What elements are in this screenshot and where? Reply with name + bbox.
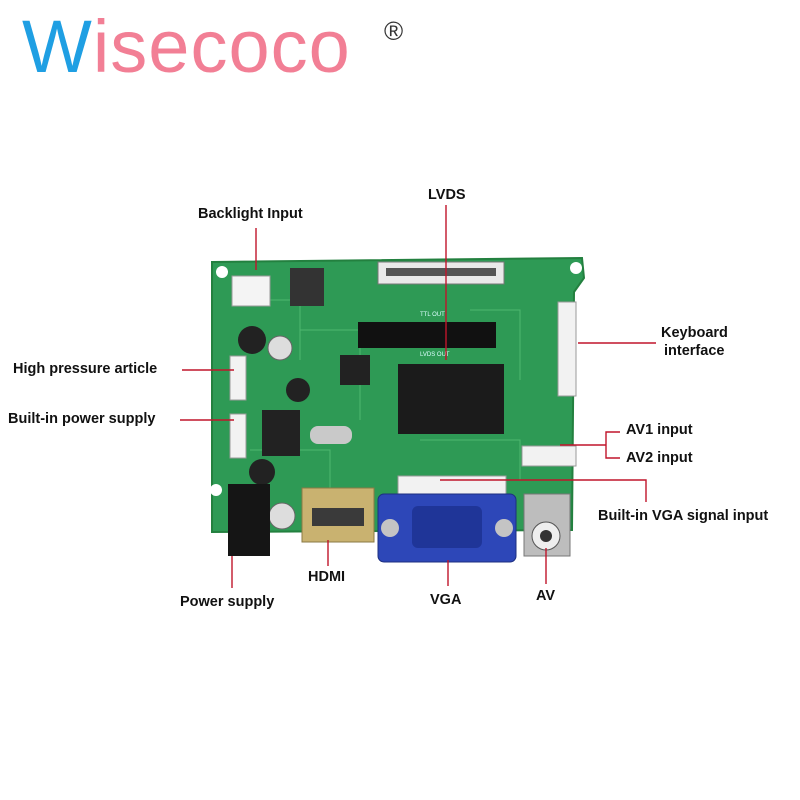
high-pressure-connector: [229, 355, 247, 401]
vga-signal-connector: [397, 475, 507, 495]
vga-port-face: [412, 506, 482, 548]
label-av: AV: [536, 588, 556, 604]
av-rca-hole: [540, 530, 552, 542]
label-keyboard-line2: interface: [664, 343, 725, 359]
lvds-top-slot: [386, 268, 496, 276]
logo-letter-w: W: [22, 5, 93, 88]
label-high-pressure: High pressure article: [13, 361, 158, 377]
label-av2-input: AV2 input: [626, 450, 693, 466]
crystal: [310, 426, 352, 444]
capacitor: [268, 502, 296, 530]
vga-screw: [495, 519, 513, 537]
silkscreen-lvds: LVDS OUT: [420, 352, 450, 358]
logo-text: isecoco: [92, 5, 351, 88]
power-jack: [228, 484, 270, 556]
capacitor: [249, 459, 275, 485]
label-keyboard-line1: Keyboard: [661, 325, 728, 341]
label-builtin-vga: Built-in VGA signal input: [598, 508, 769, 524]
label-vga: VGA: [430, 592, 462, 608]
silkscreen-ttl: TTL OUT: [420, 312, 445, 318]
label-builtin-power: Built-in power supply: [8, 411, 156, 427]
keyboard-connector: [557, 301, 577, 397]
registered-mark: ®: [384, 16, 404, 46]
label-backlight-input: Backlight Input: [198, 206, 303, 222]
small-chip: [290, 268, 324, 306]
main-chip: [398, 364, 504, 434]
capacitor: [267, 335, 293, 361]
vga-screw: [381, 519, 399, 537]
brand-logo: Wisecoco: [22, 10, 351, 84]
label-hdmi: HDMI: [308, 569, 346, 585]
label-lvds: LVDS: [428, 187, 466, 203]
label-power-supply: Power supply: [180, 594, 275, 610]
av-input-connector: [521, 445, 577, 467]
capacitor: [286, 378, 310, 402]
hdmi-port-opening: [312, 508, 364, 526]
capacitor: [238, 326, 266, 354]
backlight-connector: [231, 275, 271, 307]
small-chip: [340, 355, 370, 385]
power-connector: [229, 413, 247, 459]
leader-lines: [180, 205, 656, 588]
small-chip: [262, 410, 300, 456]
label-av1-input: AV1 input: [626, 422, 693, 438]
ttl-pin-header: [358, 322, 496, 348]
